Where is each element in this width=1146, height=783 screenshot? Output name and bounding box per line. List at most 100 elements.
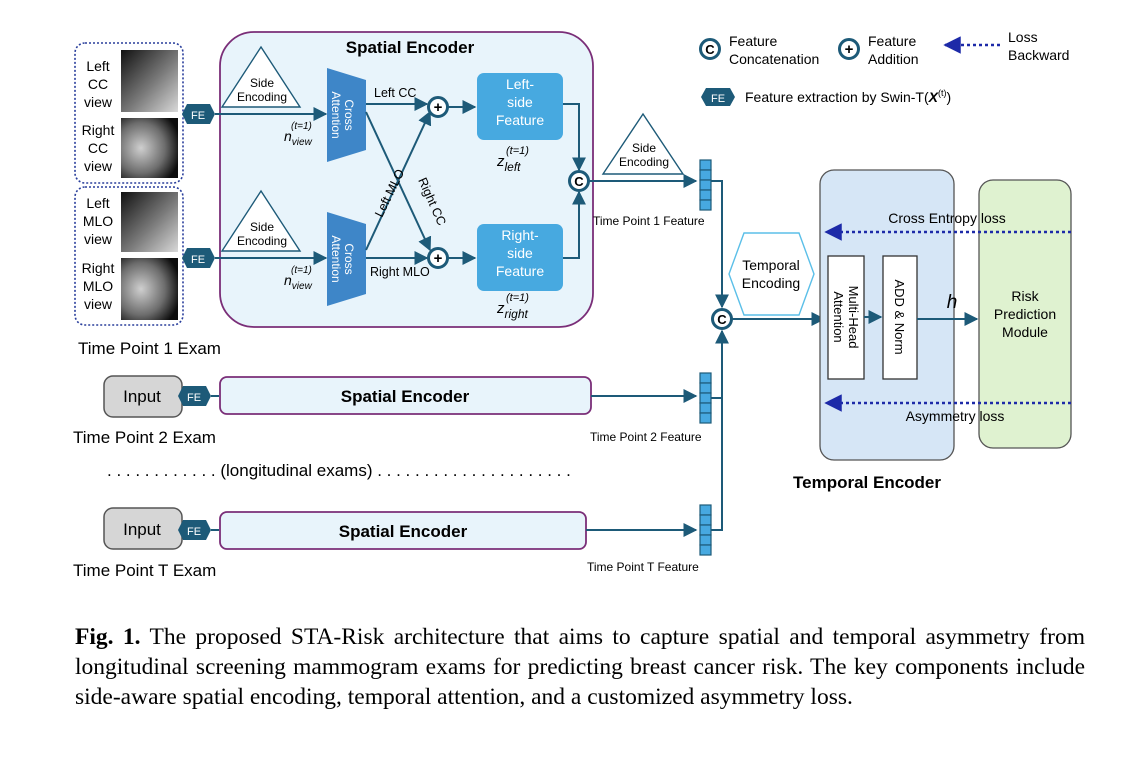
concat-node-temporal-symbol: C xyxy=(717,312,727,327)
svg-text:Right: Right xyxy=(82,260,115,276)
fe-tag-mlo xyxy=(182,248,215,268)
add-norm-block xyxy=(882,255,918,380)
timet-to-concat xyxy=(711,329,729,531)
left-cc-mammogram xyxy=(121,50,178,112)
multi-head-attention-label: Multi-HeadAttention xyxy=(831,286,861,349)
risk-prediction-label: Risk Prediction Module xyxy=(994,288,1056,340)
svg-text:Prediction: Prediction xyxy=(994,306,1056,322)
svg-text:CC: CC xyxy=(88,140,108,156)
svg-text:Left: Left xyxy=(86,195,109,211)
time-point-2-feature-label: Time Point 2 Feature xyxy=(590,430,702,444)
h-label: h xyxy=(947,292,958,313)
svg-text:view: view xyxy=(84,94,113,110)
temporal-encoding-label: Temporal xyxy=(742,257,800,273)
add-node-bottom xyxy=(427,247,449,269)
add-legend-symbol: + xyxy=(845,41,854,58)
svg-text:Feature: Feature xyxy=(496,263,544,279)
figure-caption: Fig. 1. The proposed STA-Risk architectu… xyxy=(75,622,1085,712)
side-encoding-outer-label: Side xyxy=(632,141,656,155)
side-encoding-bottom-label-2: Encoding xyxy=(237,234,287,248)
svg-text:Left-: Left- xyxy=(506,76,534,92)
cross-attention-top-label: CrossAttention xyxy=(329,91,356,138)
add-norm-label: ADD & Norm xyxy=(892,279,907,354)
right-feature-to-concat xyxy=(563,190,586,259)
z-right-label: zright xyxy=(496,300,529,321)
z-left-sup: (t=1) xyxy=(506,145,529,157)
z-right-sup: (t=1) xyxy=(506,292,529,304)
cross-entropy-loss-label: Cross Entropy loss xyxy=(888,210,1005,226)
add-legend-label-2: Addition xyxy=(868,51,919,67)
cross-attention-top xyxy=(327,68,366,162)
temporal-encoder-title: Temporal Encoder xyxy=(793,473,941,492)
time-point-t-feature-label: Time Point T Feature xyxy=(587,560,699,574)
left-feature-to-concat xyxy=(563,103,586,172)
fe-tag-cc-label: FE xyxy=(191,110,205,122)
asymmetry-loss-label: Asymmetry loss xyxy=(906,408,1005,424)
svg-text:Risk: Risk xyxy=(1011,288,1039,304)
concat-legend-label-2: Concatenation xyxy=(729,51,819,67)
svg-text:view: view xyxy=(84,231,113,247)
input-label-time-2: Input xyxy=(123,387,161,406)
right-side-feature-label: Right- side Feature xyxy=(496,227,544,279)
add-node-top-symbol: + xyxy=(434,99,443,116)
fe-tag-mlo-label: FE xyxy=(191,254,205,266)
left-cc-label: Left CC xyxy=(374,86,416,100)
concat-legend-label: Feature xyxy=(729,33,777,49)
svg-text:Left: Left xyxy=(86,58,109,74)
time-point-t-exam-label: Time Point T Exam xyxy=(73,561,216,580)
left-mlo-view-label: Left MLO view xyxy=(83,195,113,247)
concat-node-spatial-symbol: C xyxy=(574,174,584,189)
side-encoding-top-label: Side xyxy=(250,76,274,90)
time2-to-concat xyxy=(711,331,723,399)
concat-legend-symbol: C xyxy=(705,42,715,57)
fe-legend-label: Feature extraction by Swin-T(X(t)) xyxy=(745,88,951,105)
side-encoding-outer-label-2: Encoding xyxy=(619,155,669,169)
right-cc-view-label: Right CC view xyxy=(82,122,115,174)
time-point-t-feature-stack xyxy=(699,504,712,556)
svg-text:CC: CC xyxy=(88,76,108,92)
n-view-top: nview xyxy=(284,128,313,148)
fe-legend-icon xyxy=(701,88,735,106)
side-encoding-top-label-2: Encoding xyxy=(237,90,287,104)
svg-text:side: side xyxy=(507,94,533,110)
right-mlo-mammogram xyxy=(121,258,178,320)
side-encoding-triangle-outer xyxy=(601,112,685,175)
time-point-2-exam-label: Time Point 2 Exam xyxy=(73,428,216,447)
left-mlo-cross-arrow xyxy=(365,110,432,251)
concat-node-temporal xyxy=(711,308,733,330)
caption-text: The proposed STA-Risk architecture that … xyxy=(75,624,1085,710)
concat-node-spatial xyxy=(568,170,590,192)
svg-text:MLO: MLO xyxy=(83,213,113,229)
spatial-encoder-bar-t-label: Spatial Encoder xyxy=(339,522,468,541)
svg-text:side: side xyxy=(507,245,533,261)
z-left-label: zleft xyxy=(496,153,521,174)
left-side-feature-label: Left- side Feature xyxy=(496,76,544,128)
svg-text:Right: Right xyxy=(82,122,115,138)
time-point-1-feature-stack xyxy=(699,159,712,211)
cross-attention-bottom-label: CrossAttention xyxy=(329,235,356,282)
left-cc-view-label: Left CC view xyxy=(84,58,113,110)
side-encoding-bottom-label: Side xyxy=(250,220,274,234)
fe-tag-time-t-label: FE xyxy=(187,526,201,538)
add-node-bottom-symbol: + xyxy=(434,250,443,267)
side-encoding-triangle-top xyxy=(220,45,302,108)
fe-tag-time-2-label: FE xyxy=(187,392,201,404)
svg-text:Feature: Feature xyxy=(496,112,544,128)
spatial-encoder-bar-2-label: Spatial Encoder xyxy=(341,387,470,406)
risk-prediction-box xyxy=(978,179,1072,449)
loss-legend-label-2: Backward xyxy=(1008,47,1069,63)
svg-text:Right-: Right- xyxy=(501,227,539,243)
left-side-feature-block xyxy=(477,73,563,140)
input-label-time-t: Input xyxy=(123,520,161,539)
architecture-diagram: C Feature Concatenation + Feature Additi… xyxy=(73,29,1072,580)
concat-legend-icon xyxy=(699,38,721,60)
n-view-bottom-sup: (t=1) xyxy=(291,265,312,276)
spatial-encoder-title: Spatial Encoder xyxy=(346,38,475,57)
add-legend-label: Feature xyxy=(868,33,916,49)
time-point-1-feature-label: Time Point 1 Feature xyxy=(593,214,705,228)
left-mlo-mammogram xyxy=(121,192,178,252)
fe-legend-symbol: FE xyxy=(711,93,725,105)
time-point-2-feature-stack xyxy=(699,372,712,424)
temporal-encoding-label-2: Encoding xyxy=(742,275,800,291)
svg-text:view: view xyxy=(84,158,113,174)
